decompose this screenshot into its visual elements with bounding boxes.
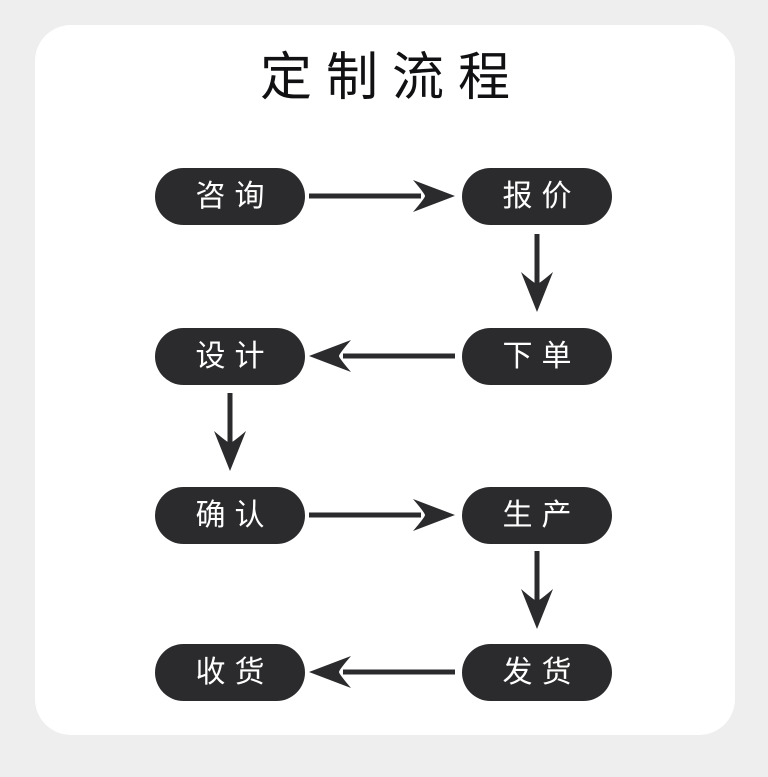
flow-arrow-left-shipment-to-receive xyxy=(309,649,455,695)
flow-node-design[interactable]: 设计 xyxy=(155,328,305,385)
flow-arrow-down-design-to-confirm xyxy=(207,393,253,471)
flow-node-label: 咨询 xyxy=(195,179,274,213)
flow-arrow-down-quotation-to-order xyxy=(514,234,560,312)
flow-node-label: 生产 xyxy=(502,498,581,532)
flow-node-receive-goods[interactable]: 收货 xyxy=(155,644,305,701)
flow-node-shipment[interactable]: 发货 xyxy=(462,644,612,701)
flow-arrow-right-confirm-to-production xyxy=(309,492,455,538)
flow-node-confirm[interactable]: 确认 xyxy=(155,487,305,544)
flow-node-label: 报价 xyxy=(502,179,581,213)
flow-node-quotation[interactable]: 报价 xyxy=(462,168,612,225)
flow-arrow-down-production-to-shipment xyxy=(514,551,560,629)
page-title: 定制流程 xyxy=(259,50,524,107)
flow-node-label: 下单 xyxy=(502,339,581,373)
flow-arrow-left-order-to-design xyxy=(309,333,455,379)
flow-node-label: 确认 xyxy=(195,498,274,532)
flow-node-label: 收货 xyxy=(195,655,274,689)
flow-node-production[interactable]: 生产 xyxy=(462,487,612,544)
flow-node-label: 设计 xyxy=(195,339,274,373)
flow-node-place-order[interactable]: 下单 xyxy=(462,328,612,385)
diagram-card xyxy=(35,25,735,735)
flow-node-label: 发货 xyxy=(502,655,581,689)
flow-arrow-right-consultation-to-quotation xyxy=(309,173,455,219)
flow-node-consultation[interactable]: 咨询 xyxy=(155,168,305,225)
